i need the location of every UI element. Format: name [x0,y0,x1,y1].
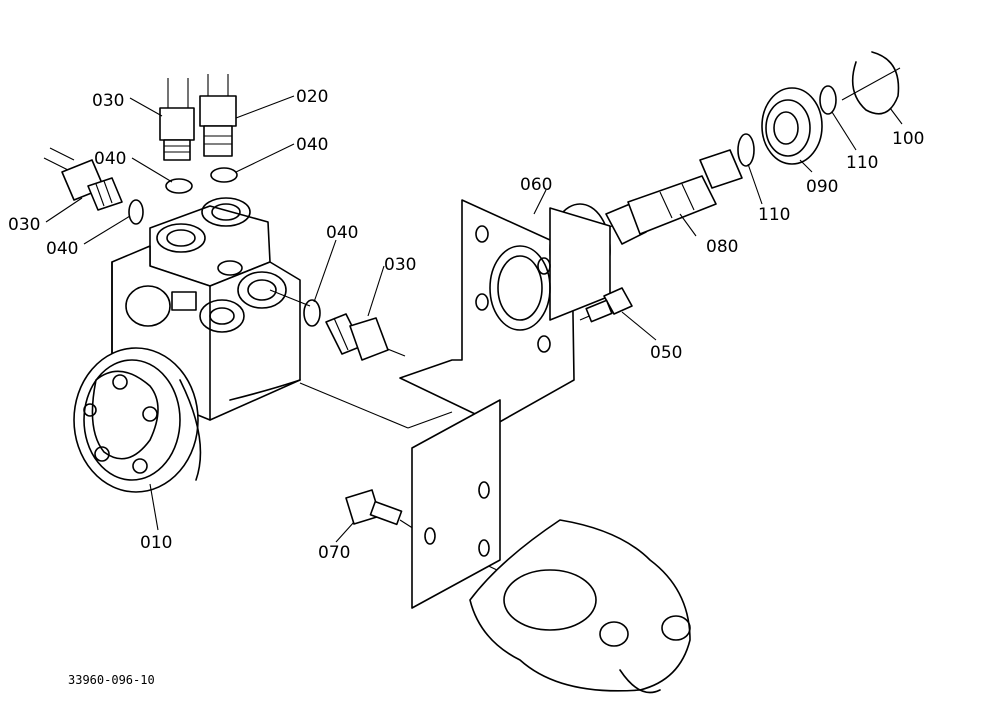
label-100: 100 [892,129,924,149]
bearing-090 [761,87,823,165]
label-020: 020 [296,87,328,107]
fitting-030-top [159,107,195,161]
drawing-code: 33960-096-10 [68,673,155,687]
label-030-left: 030 [8,215,40,235]
o-ring-040-top-left [165,178,193,194]
snap-ring-110-left [737,133,755,167]
snap-ring-110-right [819,85,837,115]
hose-lines [43,74,229,171]
label-070: 070 [318,543,350,563]
bracket-060 [399,199,611,609]
fitting-020 [199,95,237,157]
o-ring-040-top-right [210,167,238,183]
label-080: 080 [706,237,738,257]
label-060: 060 [520,175,552,195]
o-ring-040-mid [303,299,321,327]
bolt-050 [585,287,633,323]
label-040-top-right: 040 [296,135,328,155]
circlip-100 [851,51,900,115]
label-050: 050 [650,343,682,363]
leader-lines [45,95,903,543]
label-010: 010 [140,533,172,553]
label-110-right: 110 [846,153,878,173]
label-030-top: 030 [92,91,124,111]
shaft-080 [605,149,743,245]
bolt-070 [345,489,403,526]
fitting-030-mid [325,313,389,361]
label-040-mid: 040 [326,223,358,243]
label-030-mid: 030 [384,255,416,275]
fitting-030-left [61,159,123,211]
steering-unit-010 [73,197,301,493]
label-090: 090 [806,177,838,197]
o-ring-040-left [128,199,144,225]
label-110-left: 110 [758,205,790,225]
label-040-top-left: 040 [94,149,126,169]
label-040-left: 040 [46,239,78,259]
axle-bracket [469,519,691,694]
